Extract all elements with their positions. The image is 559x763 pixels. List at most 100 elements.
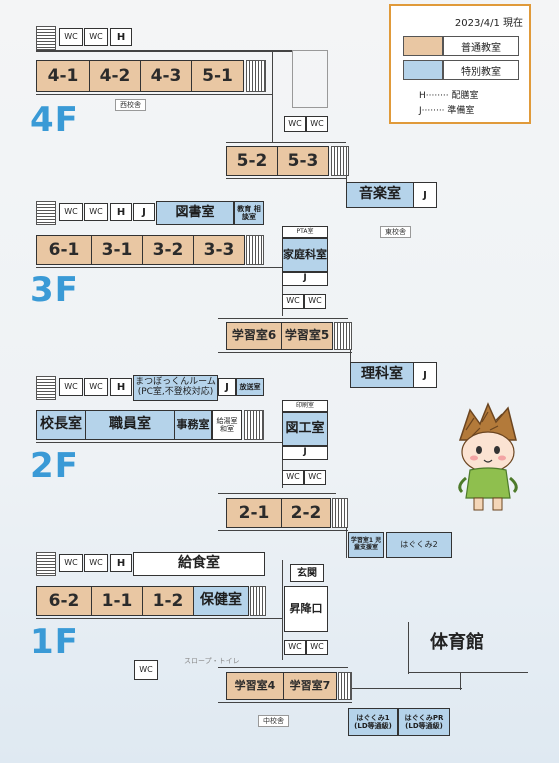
wc-1f-5: WC <box>134 660 158 680</box>
gym-label: 体育館 <box>430 632 484 653</box>
principal-office: 校長室 <box>36 410 86 440</box>
wall-2f-study-link <box>346 528 348 558</box>
pinecone-mascot-icon <box>458 402 518 511</box>
serving-room-3f: H <box>110 203 132 221</box>
stairs-1f-west <box>36 552 56 576</box>
home-ec-room: 家庭科室 <box>282 238 328 272</box>
wc-4f-3: WC <box>284 116 306 132</box>
stairs-2f-east <box>332 498 348 528</box>
study-room-5: 学習室5 <box>281 322 333 350</box>
science-room: 理科室 <box>350 362 414 388</box>
room-4f-2: 4-2 <box>89 60 141 92</box>
science-prep-room: J <box>413 362 437 388</box>
stairs-2f-center <box>244 410 264 440</box>
room-2f-2-2: 2-2 <box>281 498 331 528</box>
art-prep-room: J <box>282 446 328 460</box>
corridor-4f <box>36 50 292 52</box>
hagukumi-pr-room: はぐくみPR (LD等通級) <box>398 708 450 736</box>
wall-2f-east-b <box>218 530 348 532</box>
room-3f-3-1: 3-1 <box>91 235 143 265</box>
wall-1f-east <box>218 667 348 669</box>
music-prep-room: J <box>413 182 437 208</box>
matsubokkun-room: まつぼっくんルーム (PC室,不登校対応) <box>133 375 218 401</box>
study-room-6: 学習室6 <box>226 322 282 350</box>
stairs-3f-east <box>334 322 352 350</box>
building-tag-west-4f: 西校舎 <box>115 99 146 111</box>
wall-3f-east <box>218 318 348 320</box>
reception-room: 給湯室 和室 <box>212 410 242 440</box>
floor-label-1f: 1F <box>30 622 79 662</box>
wc-1f-3: WC <box>284 640 306 655</box>
wall-3f-east-b <box>218 352 352 354</box>
wall-4f-east <box>226 142 346 144</box>
legend-date: 2023/4/1 現在 <box>454 18 523 29</box>
kitchen-room: 給食室 <box>133 552 265 576</box>
room-4f-1: 4-1 <box>36 60 90 92</box>
legend-j-label: J········ 準備室 <box>419 106 475 116</box>
wall-2f-east <box>218 493 336 495</box>
wc-2f-3: WC <box>282 470 304 485</box>
serving-room-1f: H <box>110 554 132 572</box>
shoe-locker-area: 昇降口 <box>284 586 328 632</box>
room-4f-5-3: 5-3 <box>277 146 329 176</box>
corridor-1f-gym <box>352 688 462 690</box>
void-4f <box>292 50 328 108</box>
entrance: 玄関 <box>290 564 324 582</box>
serving-room-4f: H <box>110 28 132 46</box>
study-room-1: 学習室1 児童支援室 <box>348 532 384 558</box>
wall-1f <box>36 618 282 620</box>
wall-4f-music-link <box>346 176 348 186</box>
office-room: 事務室 <box>174 410 212 440</box>
wc-2f-2: WC <box>84 378 108 396</box>
prep-room-3f: J <box>133 203 155 221</box>
floor-label-3f: 3F <box>30 270 79 310</box>
matsubokkun-room-sub: (PC室,不登校対応) <box>137 387 214 397</box>
room-1f-1-2: 1-2 <box>142 586 194 616</box>
legend-regular-swatch <box>403 36 443 56</box>
wc-3f-1: WC <box>59 203 83 221</box>
music-room: 音楽室 <box>346 182 414 208</box>
room-3f-6-1: 6-1 <box>36 235 92 265</box>
hagukumi-1-room: はぐくみ1 (LD等通級) <box>348 708 398 736</box>
nurse-room: 保健室 <box>193 586 249 616</box>
hagukumi-2-room: はぐくみ2 <box>386 532 452 558</box>
wall-4f <box>36 94 272 96</box>
wall-2f <box>36 442 282 444</box>
counseling-room: 教育 相談室 <box>234 201 264 225</box>
wc-4f-2: WC <box>84 28 108 46</box>
pta-room: PTA室 <box>282 226 328 238</box>
room-4f-4: 5-1 <box>191 60 244 92</box>
matsubokkun-room-label: まつぼっくんルーム <box>135 377 216 388</box>
prep-room-2f: J <box>218 378 236 396</box>
wc-2f-4: WC <box>304 470 326 485</box>
study-room-4: 学習室4 <box>226 672 284 700</box>
wall-4f-link <box>272 52 274 142</box>
slope-toilet: スロープ・トイレ <box>184 657 240 665</box>
legend-regular-label: 普通教室 <box>443 36 519 56</box>
home-ec-prep-room: J <box>282 272 328 286</box>
stairs-2f-west <box>36 376 56 400</box>
wc-1f-1: WC <box>59 554 83 572</box>
serving-room-2f: H <box>110 378 132 396</box>
legend-box: 2023/4/1 現在 普通教室 特別教室 H········ 配膳室 J···… <box>389 4 531 124</box>
print-room: 印刷室 <box>282 400 328 412</box>
room-2f-2-1: 2-1 <box>226 498 282 528</box>
building-tag-east: 東校舎 <box>380 226 411 238</box>
wall-3f-science-link <box>350 350 352 362</box>
stairs-4f-east <box>331 146 349 176</box>
floor-label-4f: 4F <box>30 100 79 140</box>
legend-special-swatch <box>403 60 443 80</box>
wall-3f <box>36 267 282 269</box>
wc-4f-4: WC <box>306 116 328 132</box>
room-4f-5-2: 5-2 <box>226 146 278 176</box>
gym-wall-v <box>408 622 410 674</box>
stairs-4f-center <box>246 60 266 92</box>
wc-2f-1: WC <box>59 378 83 396</box>
stairs-3f-center <box>246 235 264 265</box>
wc-4f-1: WC <box>59 28 83 46</box>
wc-3f-4: WC <box>304 294 326 309</box>
building-tag-center: 中校舎 <box>258 715 289 727</box>
legend-special-label: 特別教室 <box>443 60 519 80</box>
wall-4f-east-b <box>226 178 346 180</box>
wall-1f-link <box>282 560 284 660</box>
